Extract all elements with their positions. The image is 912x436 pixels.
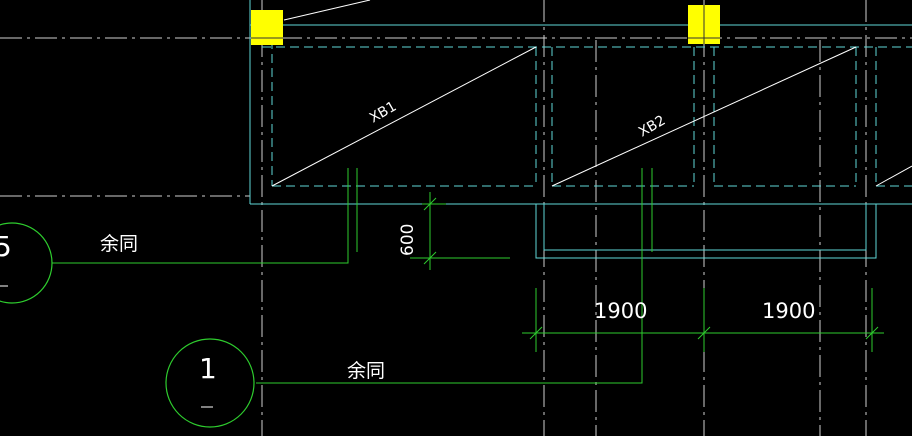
columns [251, 5, 720, 45]
dimension-lines [52, 168, 884, 384]
ledge-inner [543, 204, 867, 251]
axis-bubble-1[interactable]: 5 [0, 222, 53, 304]
leader-note-1 [52, 168, 349, 264]
dim-600-text: 600 [398, 224, 418, 256]
dim-span-tick-3 [865, 326, 879, 340]
slab-label-xb1: XB1 [367, 99, 399, 127]
dim-span-tick-2 [697, 326, 711, 340]
slab-diagonal-xb2 [551, 46, 857, 187]
slab-diagonals [271, 0, 912, 187]
slab-label-xb2: XB2 [636, 113, 668, 141]
axis-bubble-1-circle [0, 222, 53, 304]
note-text-1: 余同 [100, 233, 138, 255]
axis-bubble-2-circle [165, 338, 255, 428]
axis-bubble-2-label: 1 [199, 352, 217, 385]
dim-600-tick-bottom [423, 251, 437, 265]
note-text-2: 余同 [347, 360, 385, 382]
column-1[interactable] [251, 10, 283, 45]
dim-span-tick-1 [529, 326, 543, 340]
ledge-outer [535, 204, 877, 259]
leader-note-2 [256, 168, 643, 384]
dim-span-text-1: 1900 [594, 299, 647, 323]
slab-diagonal-top-partial [283, 0, 371, 21]
slab-diagonal-right-partial [875, 165, 912, 187]
dim-span-text-2: 1900 [762, 299, 815, 323]
slab-diagonal-xb1 [271, 46, 537, 187]
beams [249, 0, 912, 259]
axis-bubble-1-label: 5 [0, 230, 12, 263]
axis-bubble-2[interactable]: 1 [165, 338, 255, 428]
dim-600-tick-top [423, 197, 437, 211]
